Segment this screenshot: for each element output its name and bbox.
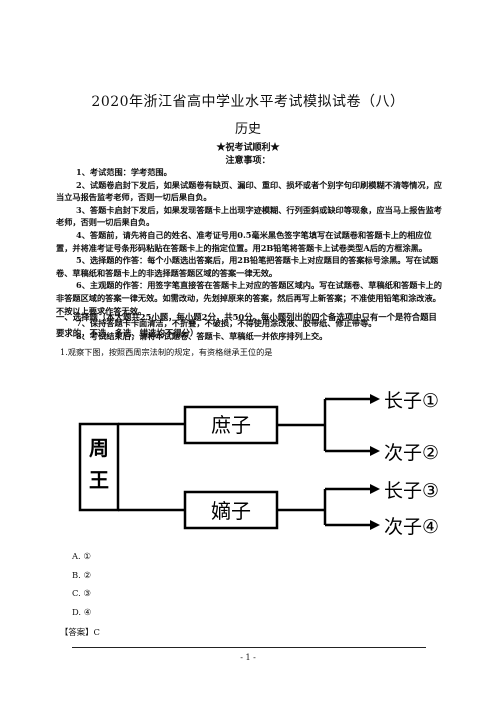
dizi-label: 嫡子 bbox=[211, 499, 251, 523]
notice-item: 3、答题卡启封下发后，如果发现答题卡上出现字迹模糊、行列歪斜或缺印等现象，应当马… bbox=[56, 204, 442, 228]
exam-title: 2020年浙江省高中学业水平考试模拟试卷（八） bbox=[91, 94, 405, 110]
notice-list: 1、考试范围：学考范围。 2、试题卷启封下发后，如果试题卷有缺页、漏印、重印、损… bbox=[56, 166, 442, 342]
arrow-head bbox=[370, 446, 380, 456]
notice-item: 8、考试结束后，请将本试题卷、答题卡、草稿纸一并依序排列上交。 bbox=[76, 330, 328, 341]
option-d: D. ④ bbox=[72, 606, 92, 617]
king-box bbox=[78, 422, 120, 512]
option-a: A. ① bbox=[72, 551, 91, 561]
notice-heading: 注意事项： bbox=[225, 156, 271, 166]
leaf-label: 长子③ bbox=[384, 480, 439, 502]
notice-item: 4、答题前，请先将自己的姓名、准考证号用0.5毫米黑色签字笔填写在试题卷和答题卡… bbox=[56, 229, 432, 253]
option-c: C. ③ bbox=[72, 588, 91, 598]
subject-title: 历史 bbox=[234, 122, 261, 137]
notice-item: 5、选择题的作答：每个小题选出答案后，用2B铅笔把答题卡上对应题目的答案标号涂黑… bbox=[56, 255, 439, 278]
blessing-line: ★祝考试顺利★ bbox=[216, 143, 280, 153]
option-b: B. ② bbox=[72, 569, 91, 580]
question-stem: 1.观察下图，按照西周宗法制的规定，有资格继承王位的是 bbox=[60, 347, 273, 357]
king-label-line2: 王 bbox=[89, 468, 109, 492]
king-label-line1: 周 bbox=[89, 436, 109, 460]
dizi-box bbox=[183, 490, 279, 530]
arrow-head bbox=[370, 394, 380, 404]
section-heading: 一、选择题（本大题共25小题，每小题2分，共50分。每小题列出的四个备选项中只有… bbox=[56, 312, 437, 338]
leaf-label: 次子④ bbox=[384, 516, 439, 538]
leaf-label: 次子② bbox=[384, 442, 439, 464]
notice-item: 1、考试范围：学考范围。 bbox=[76, 167, 172, 177]
leaf-label: 长子① bbox=[384, 390, 439, 412]
shuzi-box bbox=[183, 405, 279, 445]
answer-line: 【答案】C bbox=[60, 627, 100, 637]
page-number: - 1 - bbox=[240, 653, 256, 662]
notice-item: 2、试题卷启封下发后，如果试题卷有缺页、漏印、重印、损坏或者个别字句印刷模糊不清… bbox=[56, 179, 442, 203]
notice-item: 6、主观题的作答：用签字笔直接答在答题卡上对应的答题区域内。写在试题卷、草稿纸和… bbox=[56, 280, 442, 316]
notice-item: 7、保持答题卡卡面清洁，不折叠，不破损，不得使用涂改液、胶带纸、修正带等。 bbox=[76, 318, 377, 329]
footer-divider bbox=[72, 647, 426, 648]
answer-options: A. ① B. ② C. ③ D. ④ bbox=[72, 547, 91, 621]
lineage-diagram: 周 王 庶子 嫡子 长子① 次子② 长子③ 次子④ bbox=[78, 390, 439, 538]
shuzi-label: 庶子 bbox=[211, 413, 251, 437]
arrow-head bbox=[370, 520, 380, 530]
arrow-head bbox=[370, 484, 380, 494]
